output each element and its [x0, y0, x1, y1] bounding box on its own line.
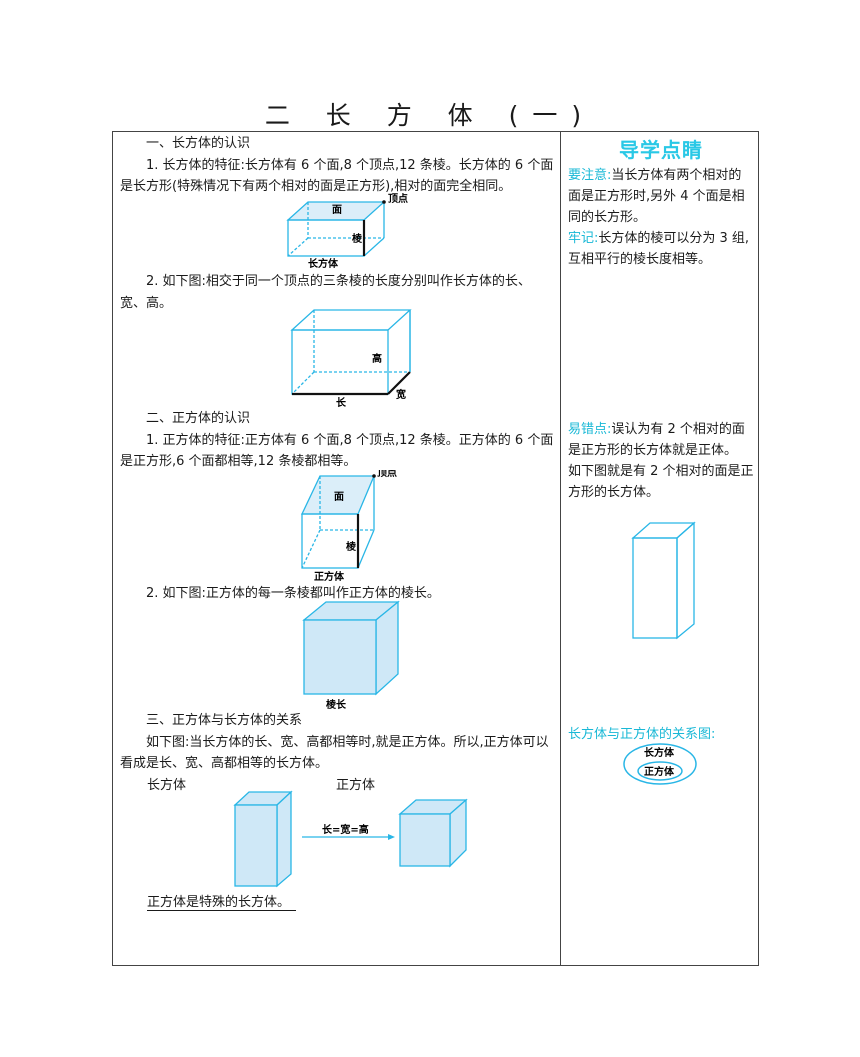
- section-3-paragraph-1: 如下图:当长方体的长、宽、高都相等时,就是正方体。所以,正方体可以看成是长、宽、…: [120, 734, 549, 772]
- equal-sides-label: 长=宽=高: [322, 823, 369, 836]
- cube-label: 正方体: [336, 778, 376, 793]
- side-notes-3: 长方体与正方体的关系图:: [568, 724, 754, 745]
- cube-vertex-label: 顶点: [377, 470, 397, 479]
- page-title: 二 长 方 体 (一): [264, 101, 596, 130]
- note-remember-tag: 牢记:: [568, 231, 599, 246]
- cube-figure-2: 棱长: [302, 600, 400, 711]
- main-column: 一、长方体的认识 1. 长方体的特征:长方体有 6 个面,8 个顶点,12 条棱…: [120, 133, 556, 198]
- cuboid-figure-2: 高 宽 长: [290, 309, 412, 408]
- cuboid-figure-1: 面 顶点 棱 长方体: [286, 192, 408, 270]
- section-2-heading: 二、正方体的认识: [146, 411, 251, 426]
- main-column-3: 二、正方体的认识 1. 正方体的特征:正方体有 6 个面,8 个顶点,12 条棱…: [120, 408, 556, 473]
- width-label: 宽: [395, 388, 406, 401]
- section-2-paragraph-2: 2. 如下图:正方体的每一条棱都叫作正方体的棱长。: [146, 586, 440, 601]
- cuboid-edge-label: 棱: [352, 232, 363, 245]
- column-divider: [560, 131, 561, 966]
- main-column-5: 三、正方体与长方体的关系 如下图:当长方体的长、宽、高都相等时,就是正方体。所以…: [120, 710, 556, 775]
- cuboid-vertex-label: 顶点: [388, 192, 408, 205]
- side-notes: 导学点睛 要注意:当长方体有两个相对的面是正方形时,另外 4 个面是相同的长方形…: [568, 140, 754, 270]
- relation-inner-label: 正方体: [644, 765, 675, 778]
- note-attention: 要注意:当长方体有两个相对的面是正方形时,另外 4 个面是相同的长方形。: [568, 165, 754, 228]
- cube-face-label: 面: [334, 491, 344, 503]
- section-3-heading: 三、正方体与长方体的关系: [146, 713, 303, 728]
- section-2-paragraph-1: 1. 正方体的特征:正方体有 6 个面,8 个顶点,12 条棱。正方体的 6 个…: [120, 432, 554, 470]
- note-remember-text: 长方体的棱可以分为 3 组,互相平行的棱长度相等。: [568, 231, 750, 267]
- main-column-2: 2. 如下图:相交于同一个顶点的三条棱的长度分别叫作长方体的长、宽、高。: [120, 271, 556, 314]
- edge-length-caption: 棱长: [326, 698, 347, 711]
- content-table: [112, 131, 759, 966]
- relation-outer-label: 长方体: [644, 746, 675, 759]
- height-label: 高: [372, 352, 382, 365]
- summary-statement: 正方体是特殊的长方体。: [147, 891, 297, 911]
- section-1-paragraph-2: 2. 如下图:相交于同一个顶点的三条棱的长度分别叫作长方体的长、宽、高。: [120, 274, 531, 311]
- cube-edge-label: 棱: [346, 540, 357, 553]
- cuboid-label: 长方体: [147, 778, 187, 793]
- cuboid-face-label: 面: [332, 204, 342, 216]
- main-column-4: 2. 如下图:正方体的每一条棱都叫作正方体的棱长。: [120, 583, 556, 605]
- note-remember: 牢记:长方体的棱可以分为 3 组,互相平行的棱长度相等。: [568, 228, 754, 270]
- square-end-cuboid-figure: [631, 521, 696, 640]
- note-example: 如下图就是有 2 个相对的面是正方形的长方体。: [568, 464, 754, 500]
- note-mistake-text: 误认为有 2 个相对的面是正方形的长方体就是正体。: [568, 422, 745, 458]
- note-mistake: 易错点:误认为有 2 个相对的面是正方形的长方体就是正体。: [568, 419, 754, 461]
- side-notes-2: 易错点:误认为有 2 个相对的面是正方形的长方体就是正体。 如下图就是有 2 个…: [568, 419, 754, 503]
- note-attention-text: 当长方体有两个相对的面是正方形时,另外 4 个面是相同的长方形。: [568, 168, 745, 225]
- relation-diagram: 长方体 正方体: [623, 743, 697, 785]
- cuboid-caption: 长方体: [308, 257, 339, 270]
- cube-figure-1: 面 顶点 棱 正方体: [300, 470, 397, 583]
- note-mistake-tag: 易错点:: [568, 422, 612, 437]
- cube-caption: 正方体: [314, 570, 345, 583]
- side-title: 导学点睛: [619, 138, 703, 162]
- length-label: 长: [336, 396, 347, 408]
- relation-diagram-title: 长方体与正方体的关系图:: [568, 727, 716, 742]
- section-1-paragraph-1: 1. 长方体的特征:长方体有 6 个面,8 个顶点,12 条棱。长方体的 6 个…: [120, 157, 554, 195]
- note-attention-tag: 要注意:: [568, 168, 612, 183]
- relation-figure: 长=宽=高: [233, 790, 468, 888]
- section-1-heading: 一、长方体的认识: [146, 136, 251, 151]
